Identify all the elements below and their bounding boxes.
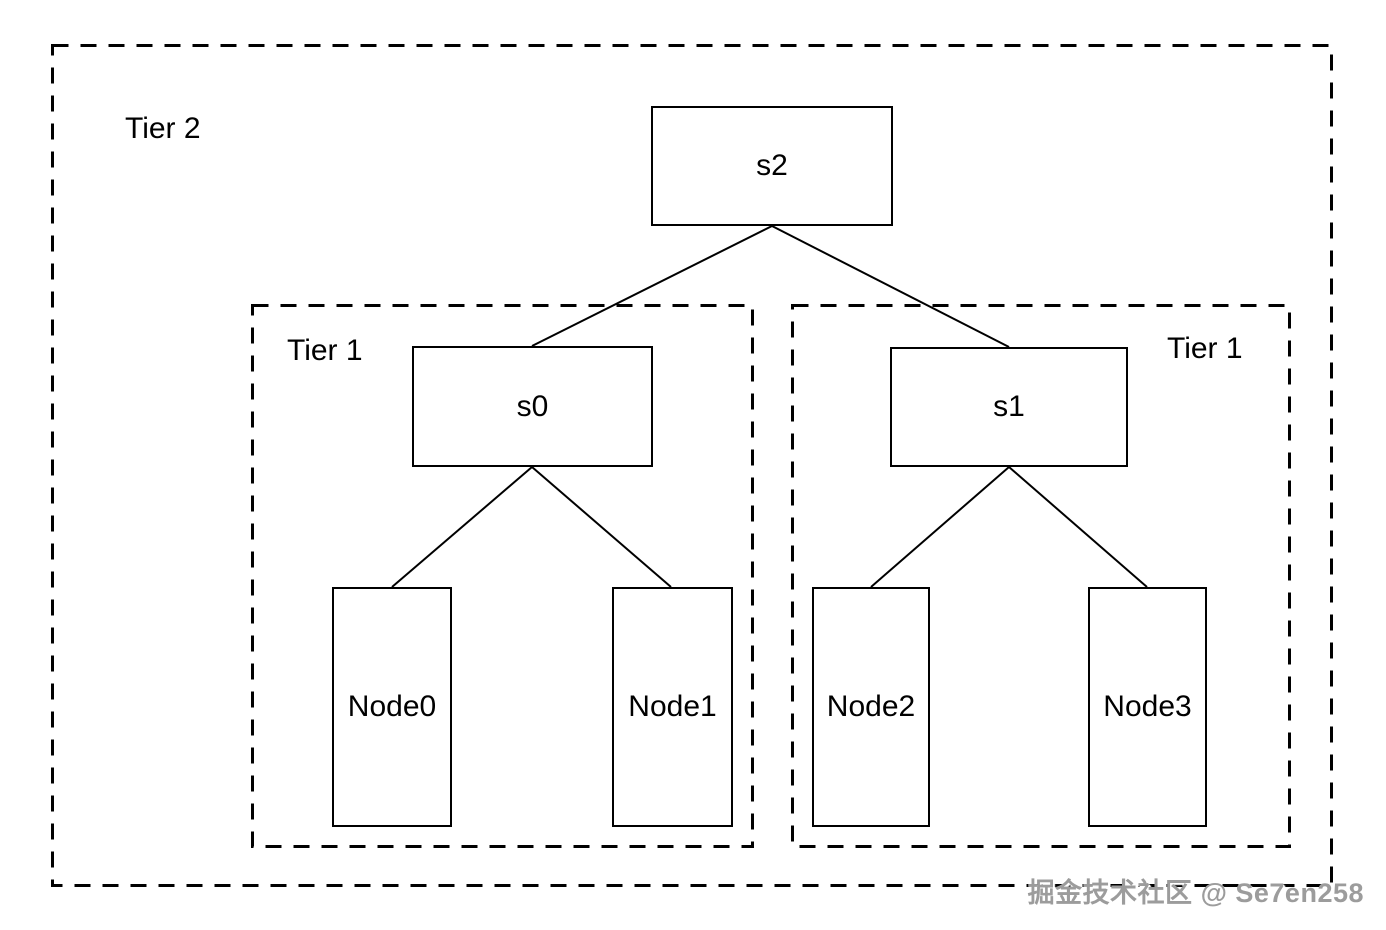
switch-s0-box: s0 [412,346,653,467]
edge-s2-s0 [531,225,773,347]
tier2-label: Tier 2 [125,112,201,145]
node0-label: Node0 [347,690,437,723]
node2-box: Node2 [812,587,930,827]
edge-s1-node2 [870,466,1010,588]
tier2-boundary [51,44,1333,887]
edge-s1-node3 [1008,466,1148,588]
watermark-text: 掘金技术社区 @ Se7en258 [1027,878,1364,908]
switch-s0-label: s0 [516,389,549,423]
edge-s0-node1 [531,466,672,588]
switch-s1-box: s1 [890,347,1128,467]
node2-label: Node2 [826,690,916,723]
node3-label: Node3 [1103,690,1192,723]
switch-s1-label: s1 [993,390,1025,423]
switch-s2-box: s2 [651,106,893,226]
node3-box: Node3 [1088,587,1207,827]
node1-label: Node1 [628,690,717,723]
node0-box: Node0 [332,587,452,827]
tier1-right-label: Tier 1 [1167,332,1243,365]
node1-box: Node1 [612,587,733,827]
edge-s0-node0 [391,466,533,588]
tier1-left-label: Tier 1 [287,334,363,367]
switch-s2-label: s2 [756,149,788,182]
tier1-right-boundary [791,304,1291,848]
tier1-left-boundary [251,304,754,848]
edge-s2-s1 [771,225,1010,348]
